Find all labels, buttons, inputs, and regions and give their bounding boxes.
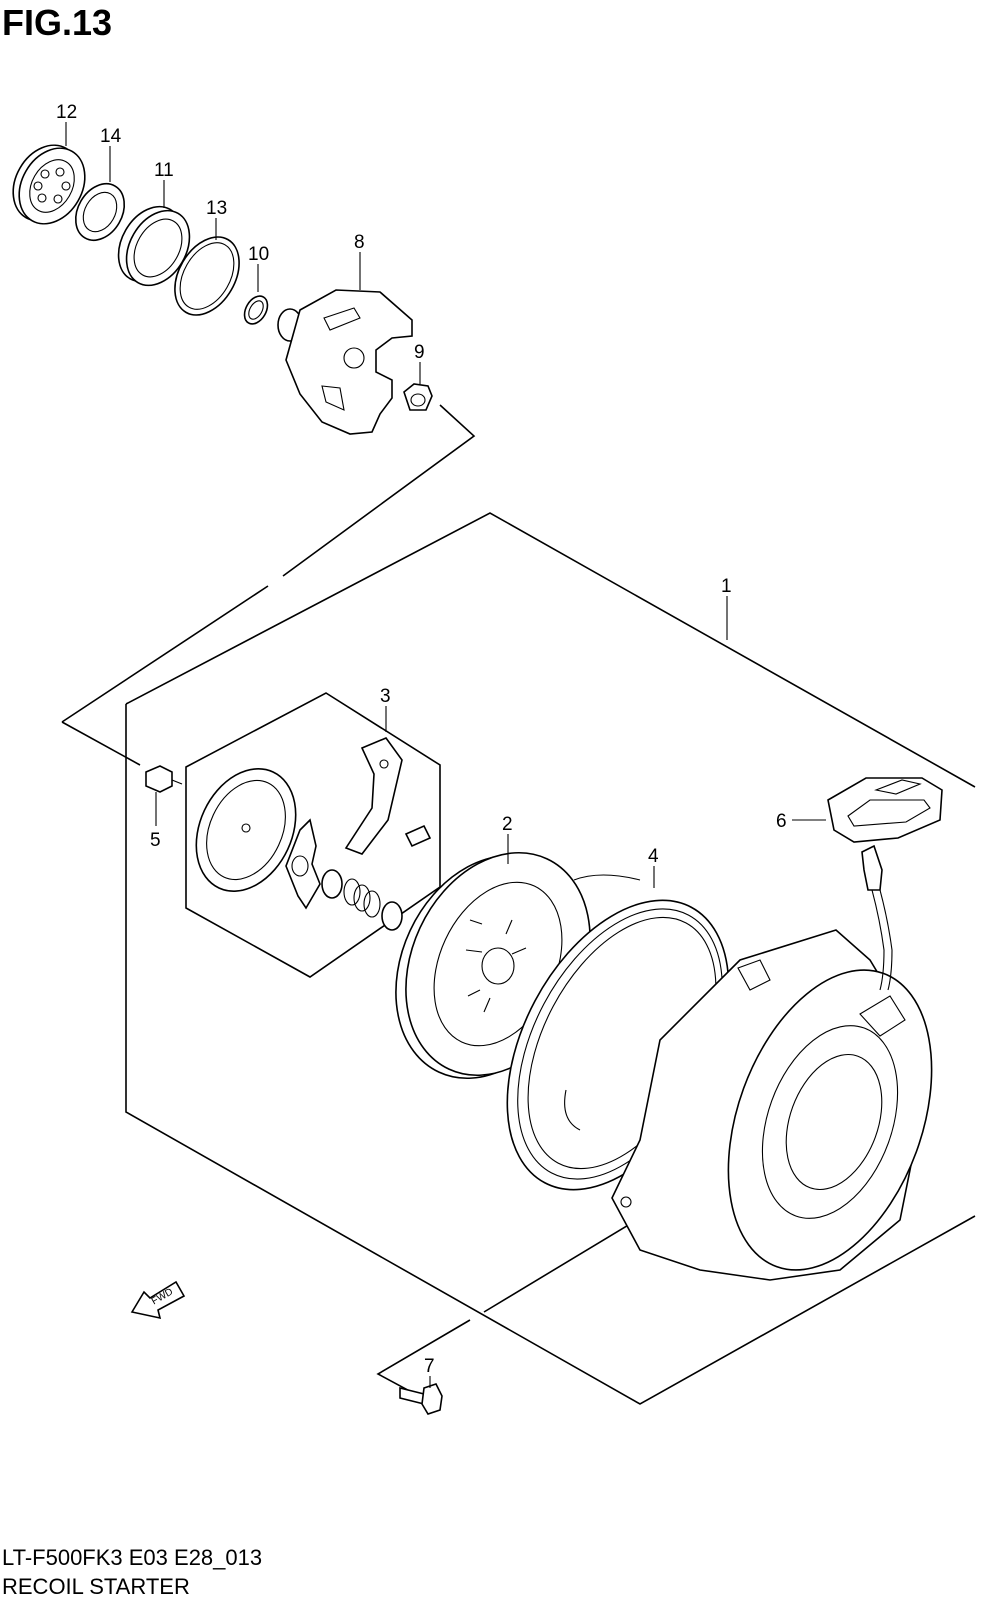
assembly-outline	[61, 404, 976, 1405]
bolt-7	[399, 1383, 443, 1415]
guide	[285, 818, 321, 910]
callout-7: 7	[424, 1356, 435, 1377]
starter-handle-6	[827, 777, 943, 991]
pawl	[344, 737, 403, 855]
bearing-12	[12, 144, 86, 225]
callout-2: 2	[502, 814, 513, 835]
bushing-11	[117, 205, 191, 287]
section-name: RECOIL STARTER	[2, 1574, 190, 1599]
callout-leaders	[65, 122, 826, 1388]
pin	[404, 824, 432, 848]
callout-8: 8	[354, 232, 365, 253]
callout-5: 5	[150, 830, 161, 851]
callout-4: 4	[648, 846, 659, 867]
washer-10	[243, 295, 269, 325]
seal-14	[74, 182, 126, 242]
friction-plate	[195, 768, 297, 892]
drive-plate-8	[277, 289, 413, 435]
callout-11: 11	[154, 160, 174, 181]
figure-title: FIG.13	[2, 2, 113, 43]
callout-1: 1	[721, 576, 732, 597]
callout-12: 12	[56, 102, 77, 123]
callout-labels: 12 14 11 13 10 8 9 1 3 5 2 4 6 7	[56, 102, 787, 1377]
callout-9: 9	[414, 342, 425, 363]
callout-10: 10	[248, 244, 269, 265]
fwd-arrow-icon: FWD	[130, 1280, 186, 1320]
nut-9	[403, 383, 433, 411]
spring-small	[321, 869, 403, 931]
bolt-5	[145, 765, 183, 793]
callout-13: 13	[206, 198, 227, 219]
callout-3: 3	[380, 686, 391, 707]
o-ring-13	[174, 236, 240, 316]
model-code: LT-F500FK3 E03 E28_013	[2, 1545, 263, 1570]
callout-14: 14	[100, 126, 122, 147]
recoil-case	[611, 929, 933, 1281]
callout-6: 6	[776, 811, 787, 832]
